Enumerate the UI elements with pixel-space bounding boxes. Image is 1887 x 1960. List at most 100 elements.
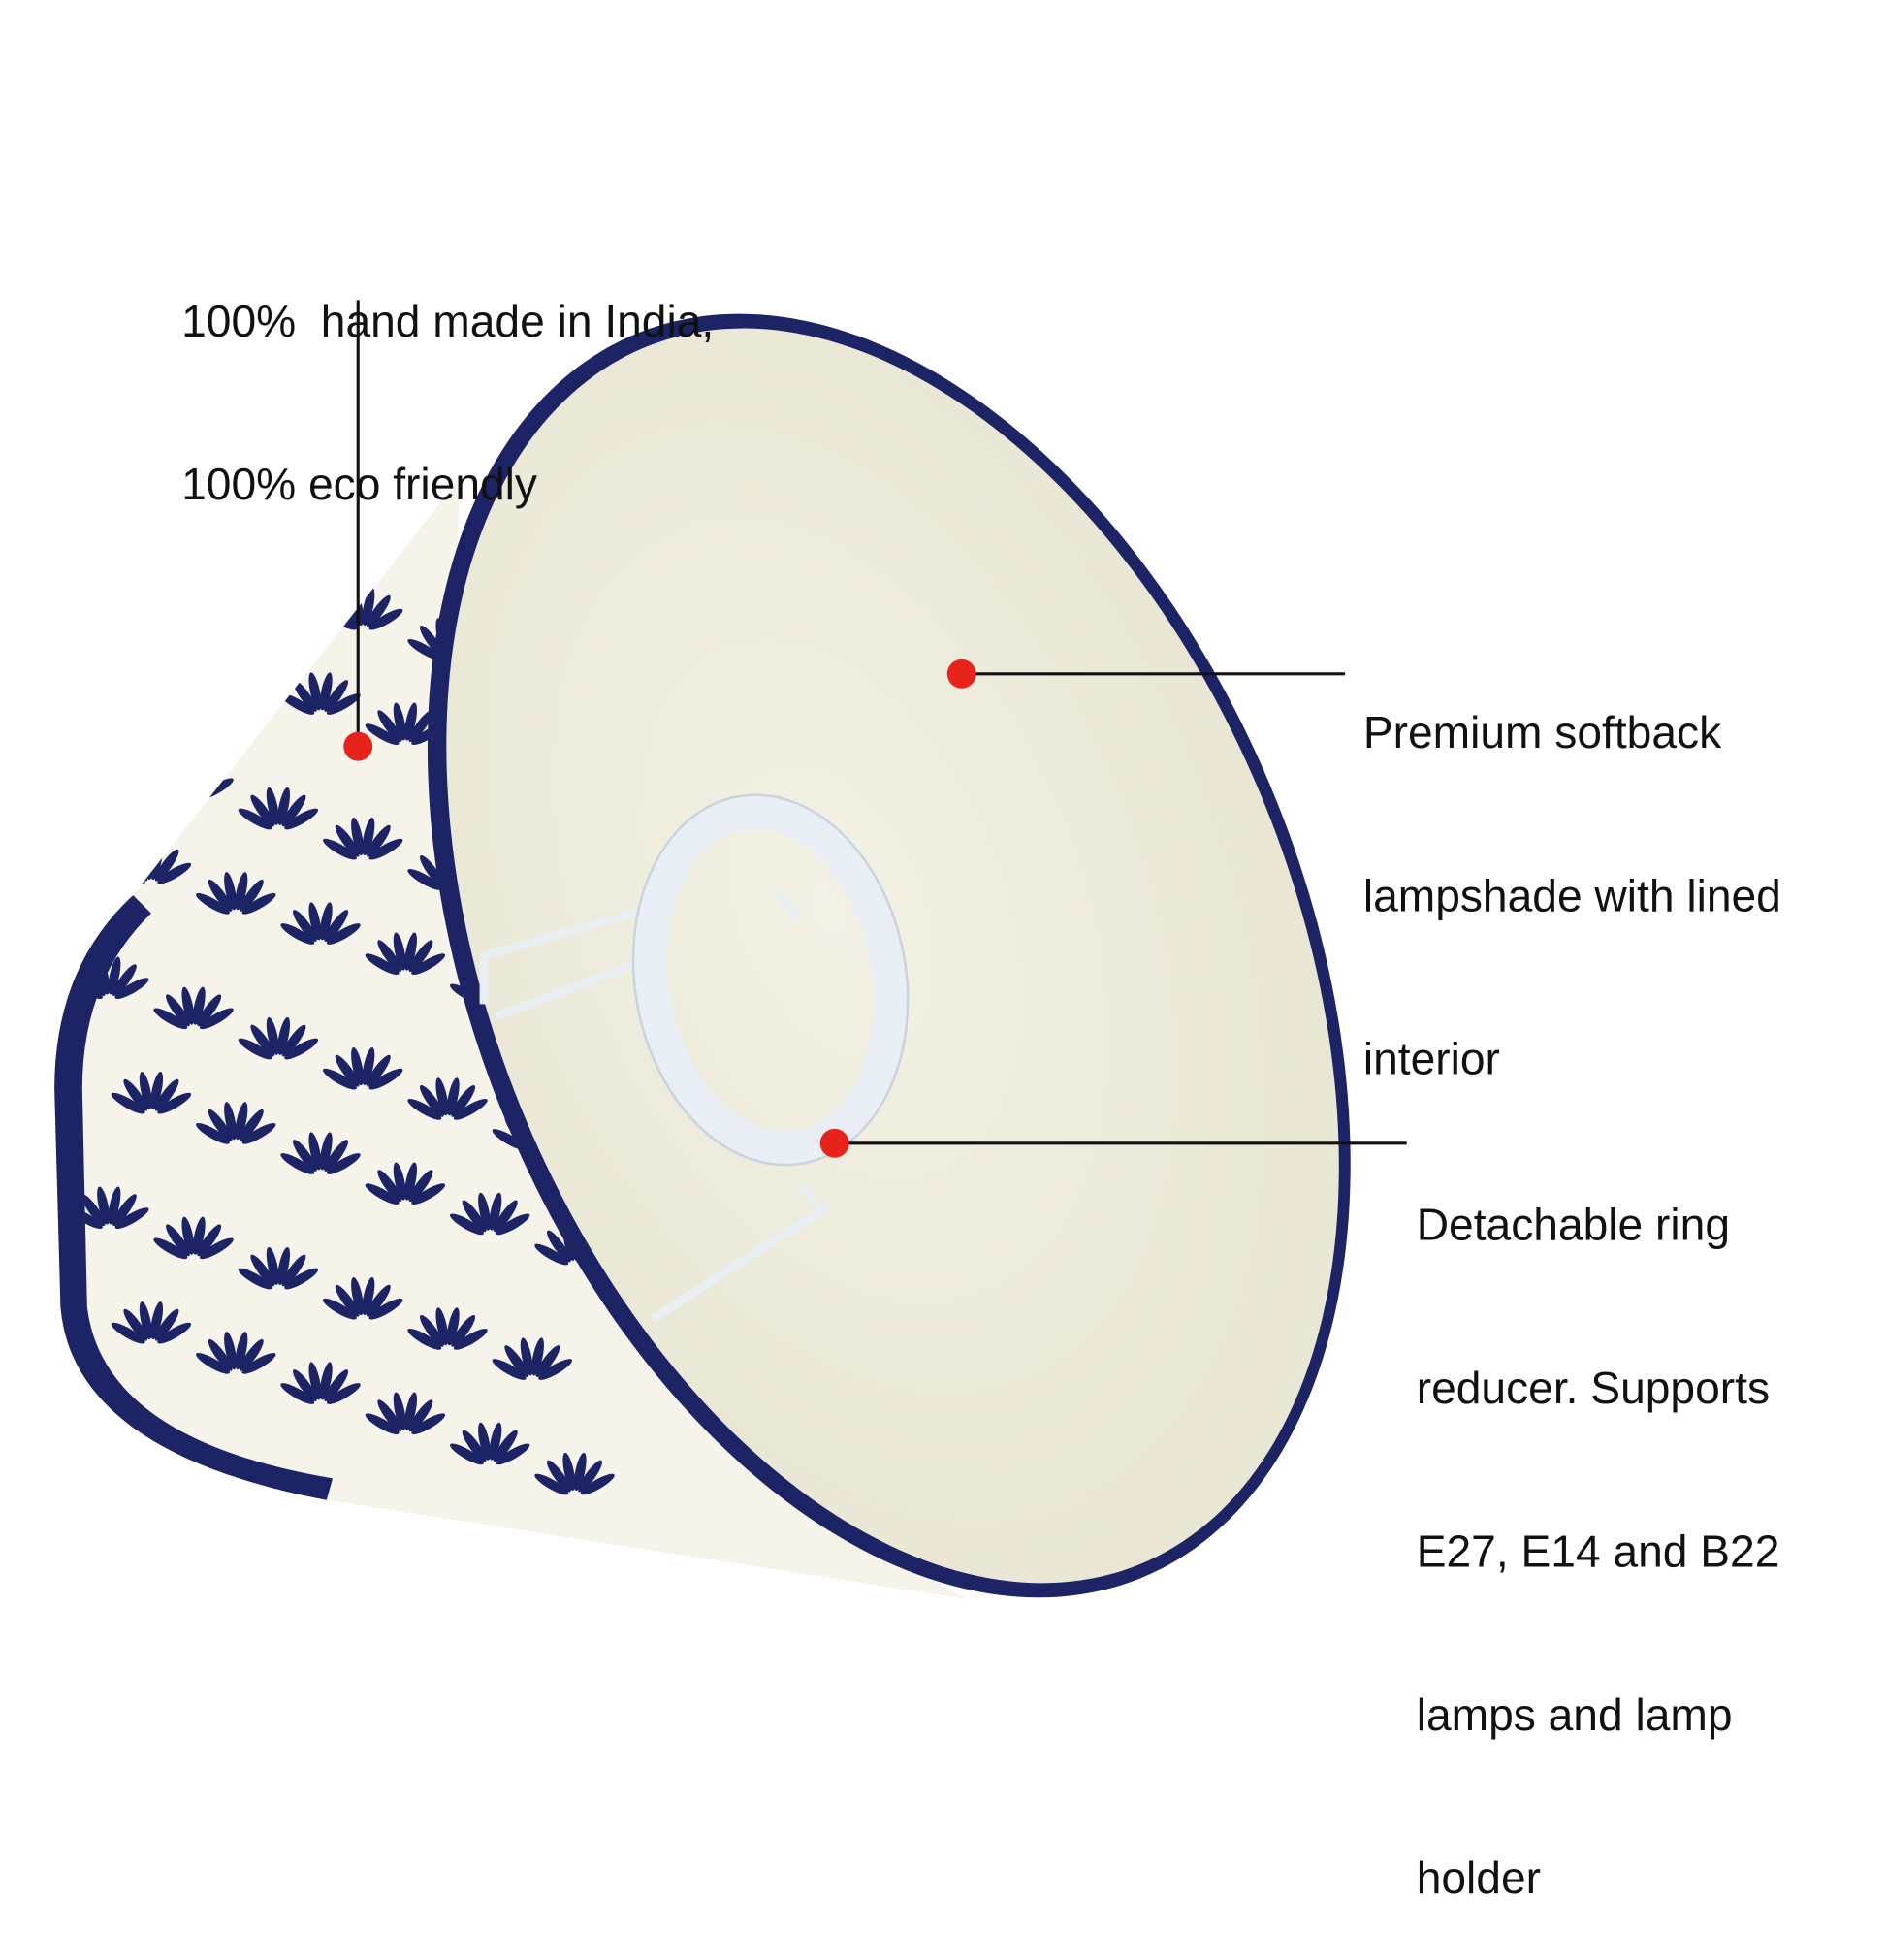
motif-petal [154, 849, 179, 882]
motif-petal [238, 1497, 272, 1520]
motif-petal [420, 1544, 444, 1577]
motif-petal [326, 1383, 361, 1404]
motif-petal [80, 504, 106, 537]
motif-petal [250, 1254, 275, 1287]
motif-petal [293, 680, 317, 712]
motif-petal [493, 1200, 518, 1233]
motif-petal [493, 1430, 518, 1462]
motif-petal [335, 824, 360, 857]
motif-petal [446, 1307, 460, 1346]
motif-petal [319, 1132, 333, 1171]
callout-line: lamps and lamp [1416, 1689, 1733, 1740]
motif-petal [224, 1332, 237, 1370]
motif-petal [281, 1024, 306, 1057]
motif-petal [368, 1527, 403, 1550]
motif-petal [166, 764, 190, 797]
motif-petal [435, 1307, 449, 1346]
motif-petal [408, 940, 433, 973]
motif-petal [197, 1224, 222, 1257]
motif-petal [319, 902, 333, 941]
motif-petal [284, 1497, 319, 1520]
motif-petal [368, 608, 403, 630]
motif-petal [449, 1443, 484, 1465]
motif-petal [280, 1153, 315, 1174]
motif-petal [97, 1186, 110, 1225]
motif-petal [420, 1084, 444, 1117]
motif-petal [238, 1038, 272, 1060]
motif-petal [111, 632, 145, 655]
motif-petal [266, 787, 279, 825]
motif-petal [277, 1246, 291, 1285]
motif-petal [446, 1537, 460, 1576]
motif-petal [153, 1008, 188, 1030]
callout-line: interior [1362, 1034, 1500, 1084]
motif-petal [377, 940, 402, 973]
motif-petal [492, 1359, 527, 1380]
motif-petal [377, 1399, 402, 1432]
motif-petal [241, 1122, 276, 1144]
motif-petal [154, 1078, 179, 1111]
motif-petal [114, 748, 149, 769]
motif-petal [489, 1192, 502, 1231]
motif-petal [293, 1369, 317, 1401]
motif-petal [562, 1452, 576, 1491]
motif-petal [377, 710, 402, 743]
motif-petal [235, 872, 248, 911]
callout-line: holder [1416, 1853, 1542, 1904]
callout-line: reducer. Supports [1416, 1363, 1771, 1413]
ring-reducer[interactable] [624, 792, 916, 1167]
motif-petal [139, 1071, 152, 1110]
motif-petal [365, 953, 400, 976]
motif-petal [181, 1216, 195, 1255]
motif-petal [324, 680, 349, 712]
motif-petal [335, 1054, 360, 1087]
motif-petal [335, 1514, 360, 1547]
motif-petal [435, 1077, 449, 1116]
motif-petal [153, 778, 188, 800]
motif-petal [451, 1314, 476, 1347]
motif-petal [80, 734, 106, 767]
motif-petal [411, 953, 446, 976]
motif-petal [114, 1437, 149, 1460]
motif-petal [453, 1328, 488, 1350]
motif-petal [335, 1284, 360, 1317]
motif-petal [535, 1345, 560, 1377]
motif-petal [281, 1254, 306, 1287]
motif-petal [80, 1194, 106, 1227]
motif-petal [196, 662, 230, 685]
motif-petal [241, 892, 276, 915]
motif-petal [366, 1284, 391, 1317]
motif-petal [108, 497, 121, 535]
motif-petal [504, 1345, 529, 1377]
motif-petal [324, 1140, 349, 1172]
motif-petal [197, 994, 222, 1027]
motif-petal [366, 824, 391, 857]
motif-petal [112, 734, 137, 767]
motif-petal [196, 1352, 230, 1374]
motif-petal [181, 986, 195, 1025]
callout-handmade: 100% hand made in India, 100% eco friend… [181, 185, 714, 566]
frame-wires [479, 886, 830, 1323]
callout-lines [356, 300, 1407, 1145]
motif-petal [453, 1098, 488, 1120]
shade-outer-fabric [54, 477, 968, 1600]
motif-petal [108, 1416, 121, 1455]
motif-petal [362, 1047, 375, 1086]
motif-petal [239, 649, 264, 682]
motif-petal [266, 1246, 279, 1285]
motif-petal [365, 1183, 400, 1205]
motif-petal [407, 1558, 442, 1580]
motif-petal [411, 1183, 446, 1205]
motif-petal [277, 1016, 291, 1055]
motif-petal [284, 808, 319, 830]
motif-petal [462, 1430, 487, 1462]
motif-petal [224, 1102, 237, 1141]
motif-petal [284, 1038, 319, 1060]
motif-petal [393, 1392, 406, 1430]
motif-petal [322, 1527, 357, 1550]
motif-petal [166, 1224, 190, 1257]
motif-petal [199, 1008, 234, 1030]
motif-petal [404, 1392, 417, 1430]
motif-petal [280, 923, 315, 945]
motif-petal [411, 1413, 446, 1435]
